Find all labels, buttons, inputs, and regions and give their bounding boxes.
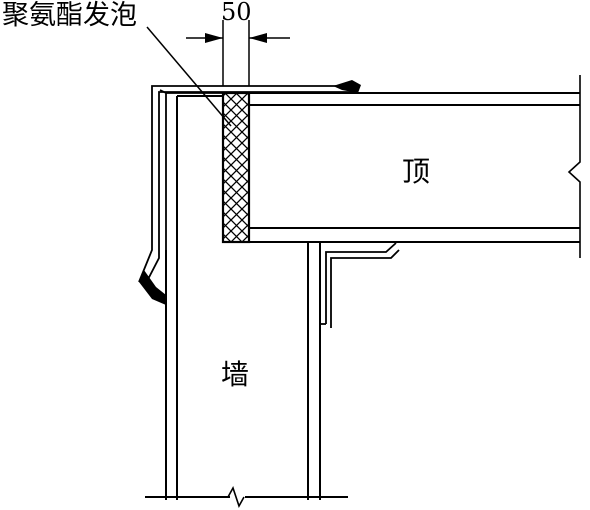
foam-leader-line [146,26,232,127]
sealant-bead-side [139,270,166,305]
wall-label: 墙 [221,358,250,391]
sealant-bead-top [333,80,361,93]
roof-label: 顶 [402,155,431,188]
dimension-arrow-right [249,33,267,43]
inner-flashing [320,242,400,328]
roof-break-line [567,75,581,258]
dimension-50 [186,20,290,86]
dimension-label: 50 [221,0,252,26]
corner-flashing [138,85,358,288]
dimension-arrow-left [205,33,223,43]
wall-break-line [227,486,245,508]
foam-joint [221,91,251,244]
foam-label: 聚氨酯发泡 [2,0,137,31]
wall-panel [145,95,348,500]
